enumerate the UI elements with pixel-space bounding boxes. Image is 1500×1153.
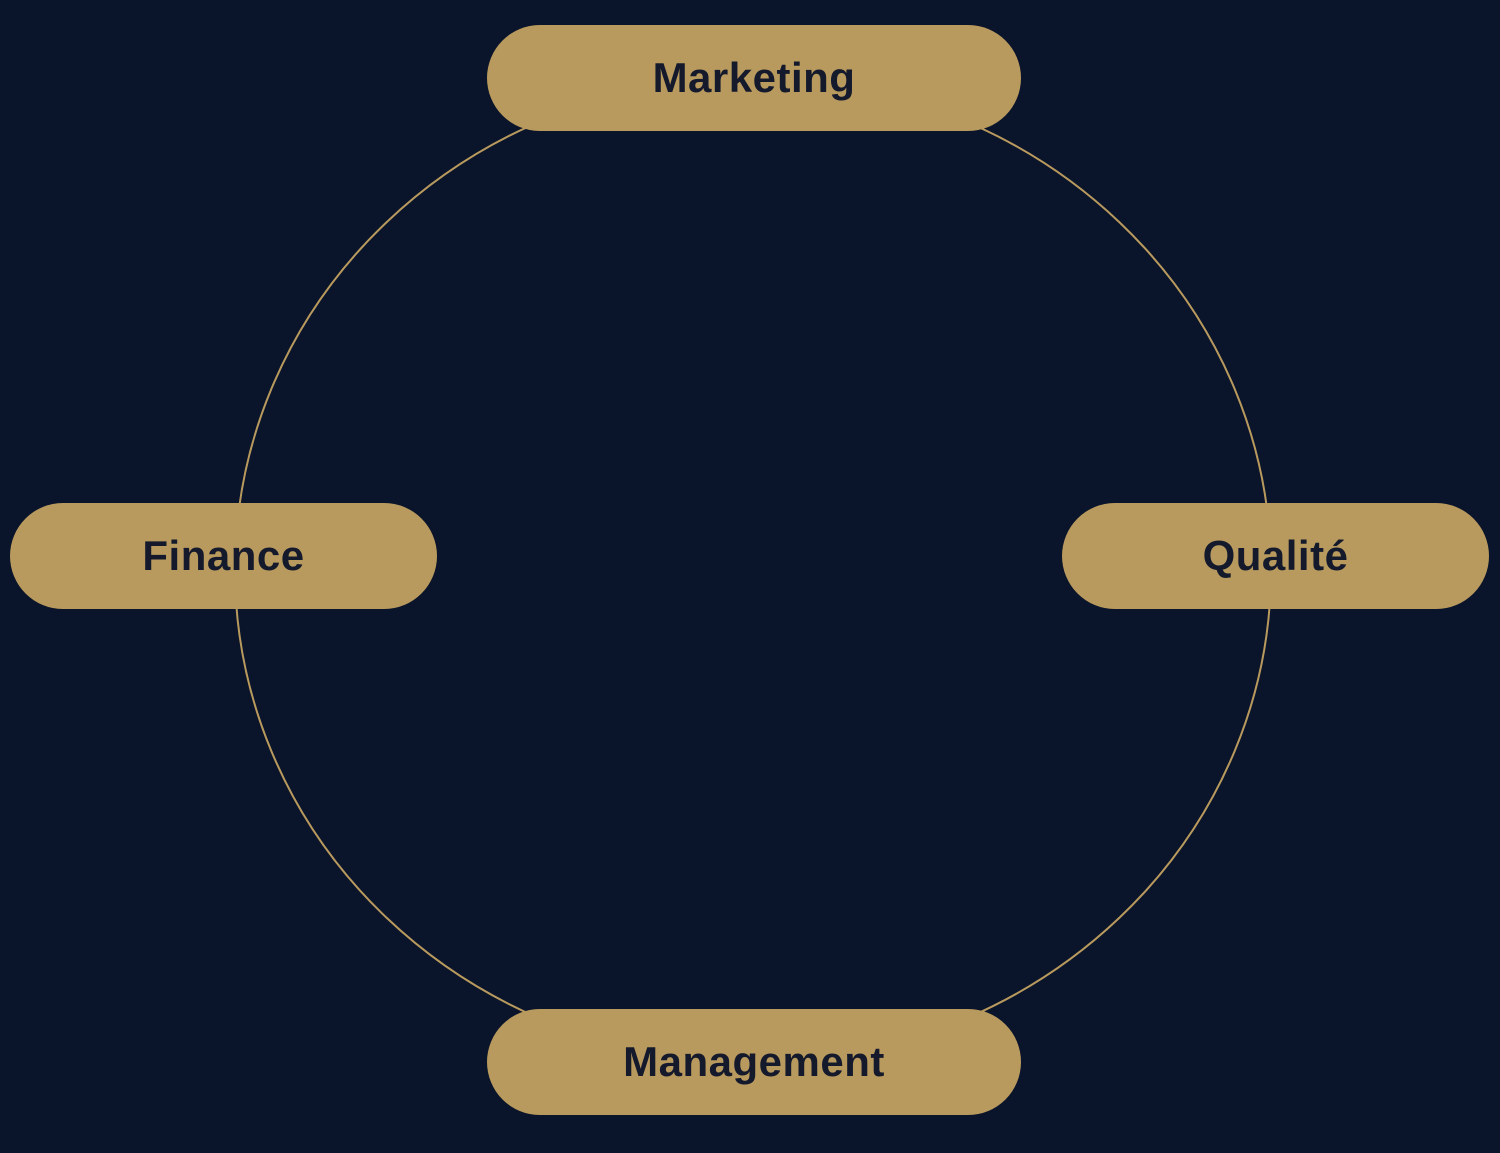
node-label: Qualité — [1202, 532, 1349, 579]
node-label: Marketing — [652, 54, 856, 101]
node-finance: Finance — [10, 503, 437, 609]
node-marketing: Marketing — [487, 25, 1021, 131]
node-label: Finance — [142, 532, 305, 579]
node-qualite: Qualité — [1062, 503, 1489, 609]
node-label: Management — [623, 1038, 885, 1085]
node-management: Management — [487, 1009, 1021, 1115]
